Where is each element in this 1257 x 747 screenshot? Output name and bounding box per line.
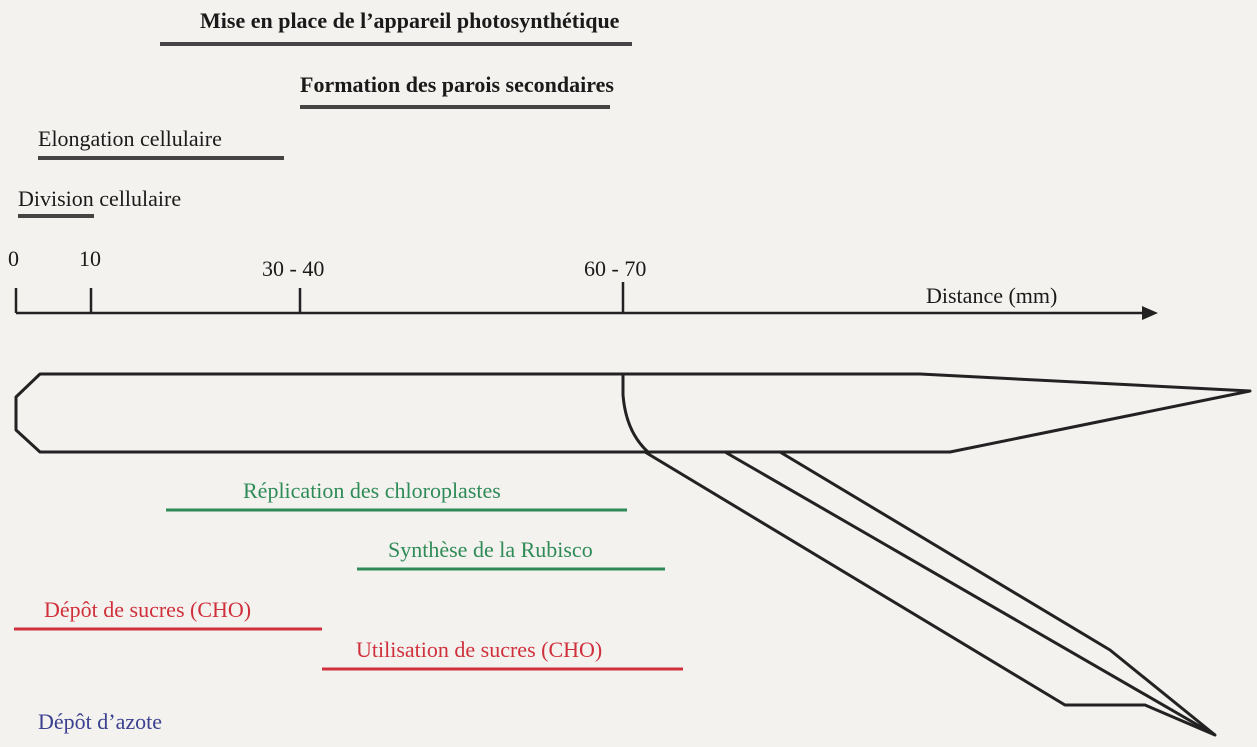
distance-axis [14,282,1145,315]
process-label-rubisco-synthesis: Synthèse de la Rubisco [388,537,593,562]
axis-title: Distance (mm) [926,283,1058,308]
tick-label-30-40: 30 - 40 [262,256,325,281]
stage-label-cell-elongation: Elongation cellulaire [38,126,222,151]
stage-bar-photosynthetic-apparatus [160,42,632,46]
stage-label-photosynthetic-apparatus: Mise en place de l’appareil photosynthét… [200,8,620,33]
stage-bar-cell-division [18,214,94,218]
stage-label-secondary-walls: Formation des parois secondaires [300,72,614,97]
tick-label-0: 0 [8,246,19,271]
process-label-sugar-deposition: Dépôt de sucres (CHO) [44,597,252,622]
process-label-chloroplast-replication: Réplication des chloroplastes [243,478,501,503]
stage-bar-cell-elongation [38,156,284,160]
process-label-nitrogen-deposition: Dépôt d’azote [38,709,162,734]
sheath-boundary-curve [621,374,650,454]
tick-label-60-70: 60 - 70 [584,256,647,281]
axis-arrowhead [1142,306,1158,320]
process-label-sugar-utilisation: Utilisation de sucres (CHO) [356,637,603,662]
tick-label-10: 10 [79,246,101,271]
stage-bar-secondary-walls [300,105,610,109]
stage-label-cell-division: Division cellulaire [18,186,182,211]
leaf-blade-outline [14,372,1252,454]
emerging-leaf-outline [644,450,1217,737]
